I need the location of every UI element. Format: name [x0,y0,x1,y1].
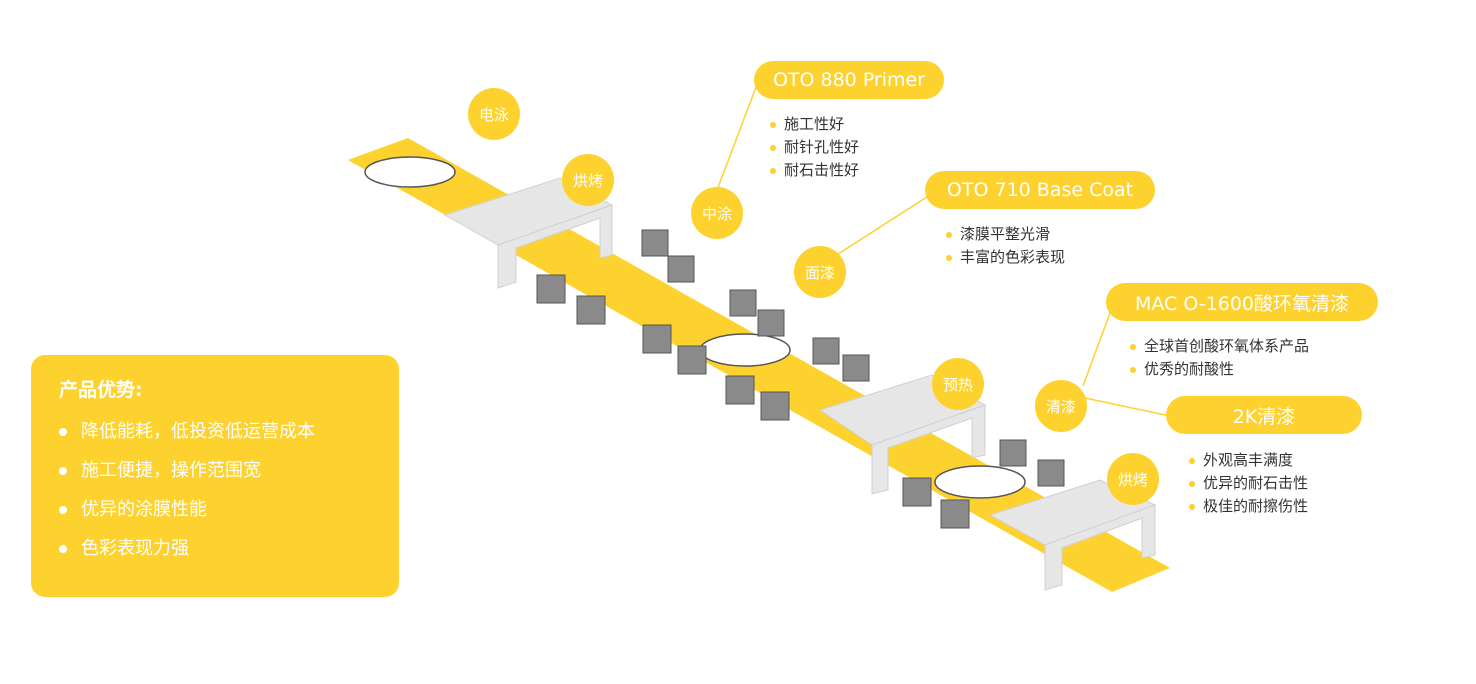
product-label-basecoat: OTO 710 Base Coat [925,171,1155,209]
feature-item: 漆膜平整光滑 [946,223,1065,246]
station-primer: 中涂 [691,187,743,239]
advantage-item: 色彩表现力强 [59,529,371,568]
feature-item: 极佳的耐擦伤性 [1189,495,1308,518]
station-clearcoat: 清漆 [1035,380,1087,432]
station-bake-1: 烘烤 [562,154,614,206]
feature-item: 施工性好 [770,113,859,136]
product-label-2k-clearcoat: 2K清漆 [1166,396,1362,434]
station-basecoat: 面漆 [794,246,846,298]
feature-item: 全球首创酸环氧体系产品 [1130,335,1309,358]
basecoat-features: 漆膜平整光滑 丰富的色彩表现 [946,223,1065,269]
advantages-panel: 产品优势: 降低能耗，低投资低运营成本 施工便捷，操作范围宽 优异的涂膜性能 色… [31,355,399,597]
feature-item: 丰富的色彩表现 [946,246,1065,269]
feature-item: 外观高丰满度 [1189,449,1308,472]
feature-item: 优异的耐石击性 [1189,472,1308,495]
station-electrocoat: 电泳 [468,88,520,140]
advantages-title: 产品优势: [59,379,143,401]
station-bake-2: 烘烤 [1107,453,1159,505]
advantage-item: 优异的涂膜性能 [59,490,371,529]
primer-features: 施工性好 耐针孔性好 耐石击性好 [770,113,859,182]
product-label-acid-epoxy-clearcoat: MAC O-1600酸环氧清漆 [1106,283,1378,321]
station-preheat: 预热 [932,358,984,410]
2k-clearcoat-features: 外观高丰满度 优异的耐石击性 极佳的耐擦伤性 [1189,449,1308,518]
feature-item: 耐石击性好 [770,159,859,182]
advantage-item: 降低能耗，低投资低运营成本 [59,412,371,451]
acid-epoxy-features: 全球首创酸环氧体系产品 优秀的耐酸性 [1130,335,1309,381]
feature-item: 优秀的耐酸性 [1130,358,1309,381]
advantages-list: 降低能耗，低投资低运营成本 施工便捷，操作范围宽 优异的涂膜性能 色彩表现力强 [59,412,371,568]
product-label-primer: OTO 880 Primer [754,61,944,99]
advantage-item: 施工便捷，操作范围宽 [59,451,371,490]
feature-item: 耐针孔性好 [770,136,859,159]
